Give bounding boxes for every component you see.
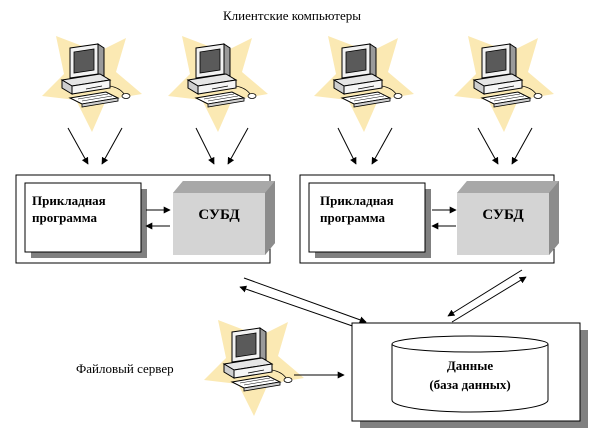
file-server-icon: [203, 319, 305, 417]
client-arrows: [67, 127, 533, 165]
database-sublabel: (база данных): [429, 377, 510, 392]
data-arrows: [239, 269, 527, 331]
application-label: Прикладная: [32, 193, 106, 208]
client-computer-icon: [453, 35, 555, 133]
file-server-label: Файловый сервер: [76, 361, 174, 376]
database-cylinder-icon: [391, 344, 549, 413]
dbms-label: СУБД: [482, 207, 524, 223]
client-computer-icon: [313, 35, 415, 133]
dbms-label: СУБД: [198, 207, 240, 223]
database-label: Данные: [447, 358, 494, 373]
application-label: программа: [320, 210, 385, 225]
client-block-right: Прикладная программа СУБД: [299, 174, 560, 264]
application-label: программа: [32, 210, 97, 225]
diagram-title: Клиентские компьютеры: [223, 8, 361, 23]
client-computer-icon: [41, 35, 143, 133]
application-label: Прикладная: [320, 193, 394, 208]
database-block: Данные (база данных): [351, 322, 588, 428]
client-block-left: Прикладная программа СУБД: [15, 174, 276, 264]
client-computer-icon: [167, 35, 269, 133]
